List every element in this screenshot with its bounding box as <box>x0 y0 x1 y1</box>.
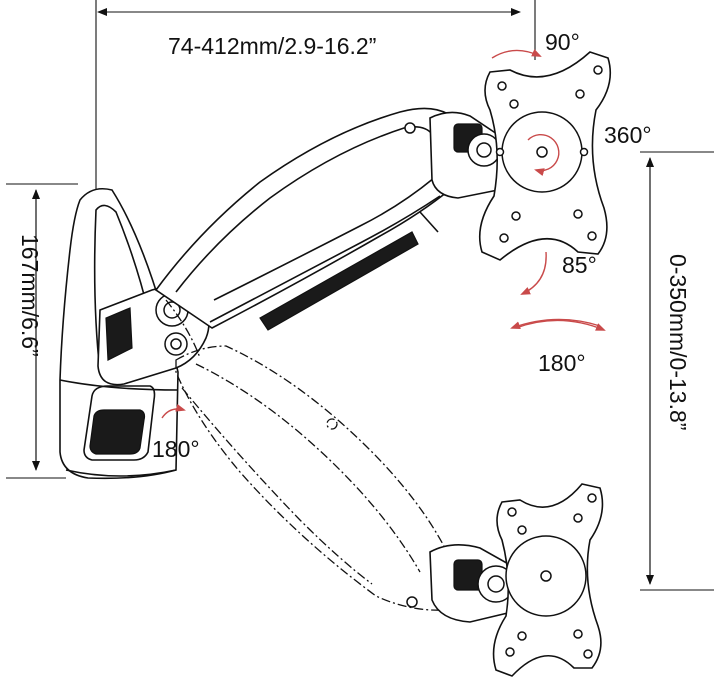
arm-extension-label: 74-412mm/2.9-16.2” <box>168 33 376 59</box>
lower-vesa-plate <box>492 483 604 677</box>
base-height-label: 167mm/6.6” <box>17 234 43 357</box>
tilt-down-label: 85° <box>562 252 597 278</box>
head-swivel-arrow <box>510 318 606 331</box>
lower-tilt-hinge <box>406 544 515 623</box>
dimension-arm-extension <box>95 0 536 190</box>
tilt-up-label: 90° <box>545 29 580 55</box>
base-swivel-arrow <box>161 403 186 419</box>
lower-arm-phantom <box>165 299 449 611</box>
upper-tilt-hinge <box>429 111 501 199</box>
head-swivel-label: 180° <box>538 350 586 376</box>
rotation-360-arrow <box>527 133 560 176</box>
tilt-up-arrow <box>491 49 542 59</box>
dimension-height-range <box>640 151 714 591</box>
upper-arm <box>154 107 453 331</box>
upper-vesa-plate <box>478 51 612 261</box>
base-swivel-label: 180° <box>152 436 200 462</box>
dimension-base-height <box>6 183 78 479</box>
height-range-label: 0-350mm/0-13.8” <box>665 254 691 430</box>
rotation-label: 360° <box>604 122 652 148</box>
tilt-down-arrow <box>520 251 547 295</box>
